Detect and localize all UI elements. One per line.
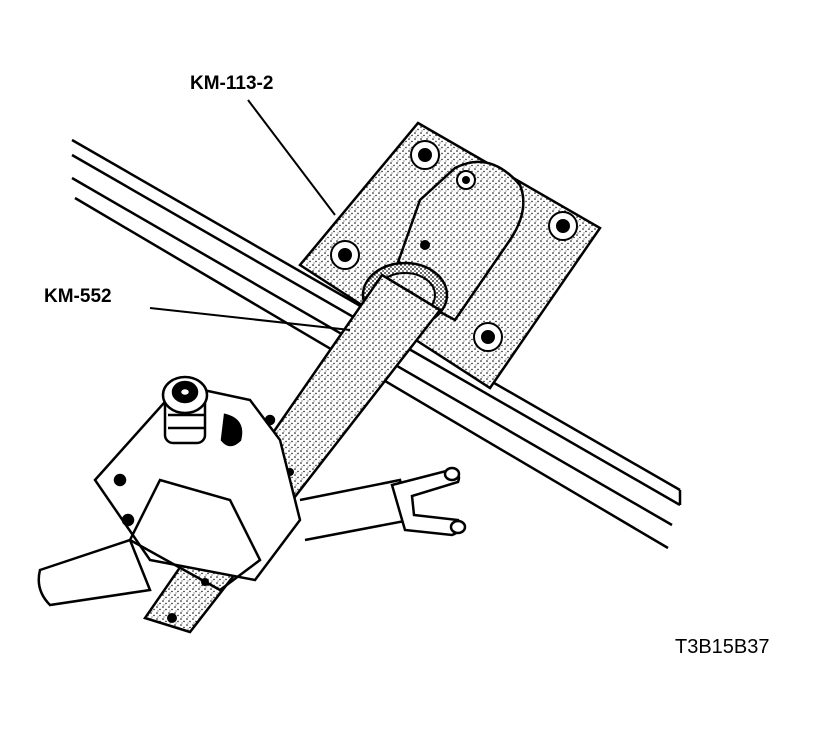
steering-gear [37,375,412,607]
yoke-fork [390,466,467,537]
figure-id: T3B15B37 [675,636,770,658]
label-km-113-2: KM-113-2 [190,73,274,94]
callout-leaders [149,99,351,331]
plate-bolts [330,140,578,352]
label-km-552: KM-552 [44,286,112,307]
